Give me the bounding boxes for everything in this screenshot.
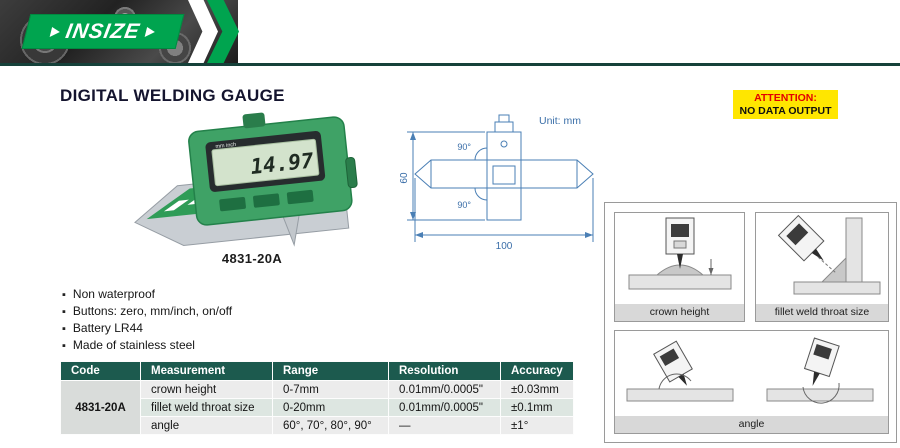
application-diagrams-panel: crown height fillet weld throat size bbox=[604, 202, 897, 443]
code-cell: 4831-20A bbox=[60, 380, 141, 435]
thumb-roller bbox=[345, 156, 358, 189]
crown-height-box: crown height bbox=[614, 212, 745, 322]
plate-stripe-icon bbox=[163, 199, 189, 212]
diagram-caption-crown: crown height bbox=[615, 304, 744, 321]
col-header-measurement: Measurement bbox=[140, 361, 273, 381]
fillet-throat-box: fillet weld throat size bbox=[755, 212, 889, 322]
technical-drawing: Unit: mm 60 100 90° 90° bbox=[399, 114, 594, 252]
brand-name: INSIZE bbox=[64, 19, 142, 43]
cell-accuracy: ±0.1mm bbox=[500, 398, 574, 417]
page-header: INSIZE bbox=[0, 0, 900, 66]
table-row: 4831-20A crown height 0-7mm 0.01mm/0.000… bbox=[60, 380, 574, 435]
cell-range: 0-20mm bbox=[272, 398, 389, 417]
cell-accuracy: ±0.03mm bbox=[500, 380, 574, 399]
attention-line1: ATTENTION: bbox=[754, 91, 817, 104]
logo-arrow-icon bbox=[49, 26, 62, 37]
col-header-resolution: Resolution bbox=[388, 361, 501, 381]
cell-accuracy: ±1° bbox=[500, 416, 574, 435]
cell-range: 0-7mm bbox=[272, 380, 389, 399]
product-model: 4831-20A bbox=[221, 251, 283, 266]
table-header-row: Code Measurement Range Resolution Accura… bbox=[60, 361, 574, 381]
attention-line2: NO DATA OUTPUT bbox=[739, 104, 832, 117]
cell-range: 60°, 70°, 80°, 90° bbox=[272, 416, 389, 435]
fillet-weld-diagram bbox=[777, 214, 881, 295]
feature-item: Made of stainless steel bbox=[62, 338, 232, 352]
cell-measurement: crown height bbox=[140, 380, 273, 399]
angle-box: angle bbox=[614, 330, 889, 434]
lcd-units-label: mm inch bbox=[215, 142, 236, 150]
insize-logo: INSIZE bbox=[21, 14, 185, 49]
mm-inch-button bbox=[253, 193, 280, 208]
attention-badge: ATTENTION: NO DATA OUTPUT bbox=[733, 90, 838, 119]
angle-diagram bbox=[626, 337, 874, 404]
cell-resolution: 0.01mm/0.0005" bbox=[388, 398, 501, 417]
table-row: fillet weld throat size 0-20mm 0.01mm/0.… bbox=[61, 398, 574, 417]
dim-width-label: 100 bbox=[496, 241, 513, 252]
feature-item: Buttons: zero, mm/inch, on/off bbox=[62, 304, 232, 318]
on-off-button bbox=[286, 189, 314, 205]
spec-table: Code Measurement Range Resolution Accura… bbox=[60, 361, 574, 435]
drawing-outline bbox=[407, 114, 594, 242]
page-title: DIGITAL WELDING GAUGE bbox=[60, 86, 285, 105]
logo-arrow-icon bbox=[144, 26, 157, 37]
col-header-range: Range bbox=[272, 361, 389, 381]
cell-measurement: angle bbox=[140, 416, 273, 435]
lcd-screen bbox=[211, 138, 320, 187]
crown-height-diagram bbox=[628, 217, 732, 290]
zero-button bbox=[219, 196, 246, 212]
col-header-accuracy: Accuracy bbox=[500, 361, 574, 381]
gauge-illustration: mm inch 14.97 bbox=[134, 112, 358, 247]
feature-item: Battery LR44 bbox=[62, 321, 232, 335]
cell-resolution: — bbox=[388, 416, 501, 435]
cell-resolution: 0.01mm/0.0005" bbox=[388, 380, 501, 399]
top-knob bbox=[242, 112, 266, 129]
angle-top-label: 90° bbox=[457, 142, 471, 152]
angle-bottom-label: 90° bbox=[457, 200, 471, 210]
product-photo: mm inch 14.97 bbox=[134, 112, 358, 247]
unit-label: Unit: mm bbox=[539, 115, 581, 127]
feature-list: Non waterproof Buttons: zero, mm/inch, o… bbox=[62, 287, 232, 355]
diagram-caption-fillet: fillet weld throat size bbox=[756, 304, 888, 321]
table-row: angle 60°, 70°, 80°, 90° — ±1° bbox=[61, 416, 574, 435]
col-header-code: Code bbox=[60, 361, 141, 381]
dimension-arrows bbox=[410, 132, 593, 238]
dim-height-label: 60 bbox=[399, 172, 410, 184]
feature-item: Non waterproof bbox=[62, 287, 232, 301]
cell-measurement: fillet weld throat size bbox=[140, 398, 273, 417]
diagram-caption-angle: angle bbox=[615, 416, 888, 433]
